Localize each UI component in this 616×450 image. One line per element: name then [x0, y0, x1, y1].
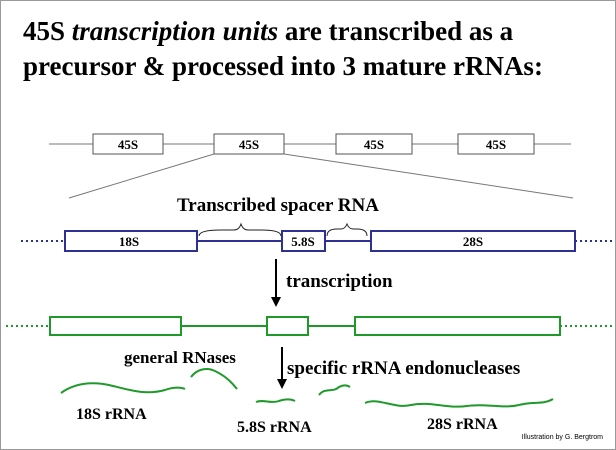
segment-label-5-8s: 5.8S: [291, 234, 314, 249]
illustration-credit: Illustration by G. Bergtrom: [521, 434, 603, 441]
segment-label-18s: 18S: [119, 234, 139, 249]
spacer-brace-1: [198, 222, 282, 237]
transcription-label: transcription: [286, 271, 393, 292]
product-label-28s: 28S rRNA: [427, 416, 498, 433]
gene-row: 18S 5.8S 28S: [21, 230, 613, 252]
unit-label-4: 45S: [486, 137, 506, 152]
general-rnases-label: general RNases: [124, 348, 236, 367]
title-line-2: precursor & processed into 3 mature rRNA…: [23, 51, 543, 81]
transcript-28s: [354, 316, 561, 336]
segment-5-8s: [281, 230, 326, 252]
fragment-strand-1: [190, 368, 238, 390]
product-label-5-8s: 5.8S rRNA: [237, 419, 312, 436]
segment-18s: [64, 230, 198, 252]
endonuclease-label: specific rRNA endonucleases: [287, 358, 520, 379]
transcript-18s: [49, 316, 182, 336]
fragment-strand-2: [318, 384, 351, 396]
unit-box-4: [457, 133, 535, 155]
unit-label-1: 45S: [118, 137, 138, 152]
title-line-1: 45S transcription units are transcribed …: [23, 15, 613, 47]
title-italic: transcription units: [71, 16, 279, 46]
spacer-brace-2: [326, 222, 368, 237]
segment-28s: [370, 230, 576, 252]
rrna-28s-strand: [364, 398, 554, 408]
transcript-5-8s: [266, 316, 309, 336]
transcription-arrowhead: [271, 297, 281, 307]
mature-rrnas: [60, 368, 554, 408]
segment-label-28s: 28S: [463, 234, 483, 249]
transcript-row: [6, 316, 613, 336]
zoom-line-left: [68, 153, 215, 199]
unit-box-1: [92, 133, 164, 155]
rrna-18s-strand: [60, 382, 186, 394]
rrna-5-8s-strand: [255, 398, 296, 403]
product-label-18s: 18S rRNA: [76, 406, 147, 423]
zoom-line-right: [283, 153, 574, 199]
spacer-label: Transcribed spacer RNA: [177, 195, 379, 216]
unit-box-3: [335, 133, 413, 155]
title-suffix: are transcribed as a: [278, 16, 514, 46]
tandem-array: 45S 45S 45S 45S: [49, 133, 571, 155]
unit-label-3: 45S: [364, 137, 384, 152]
processing-arrowhead: [277, 379, 287, 389]
title-prefix: 45S: [23, 16, 72, 46]
unit-label-2: 45S: [239, 137, 259, 152]
unit-box-2: [213, 133, 285, 155]
